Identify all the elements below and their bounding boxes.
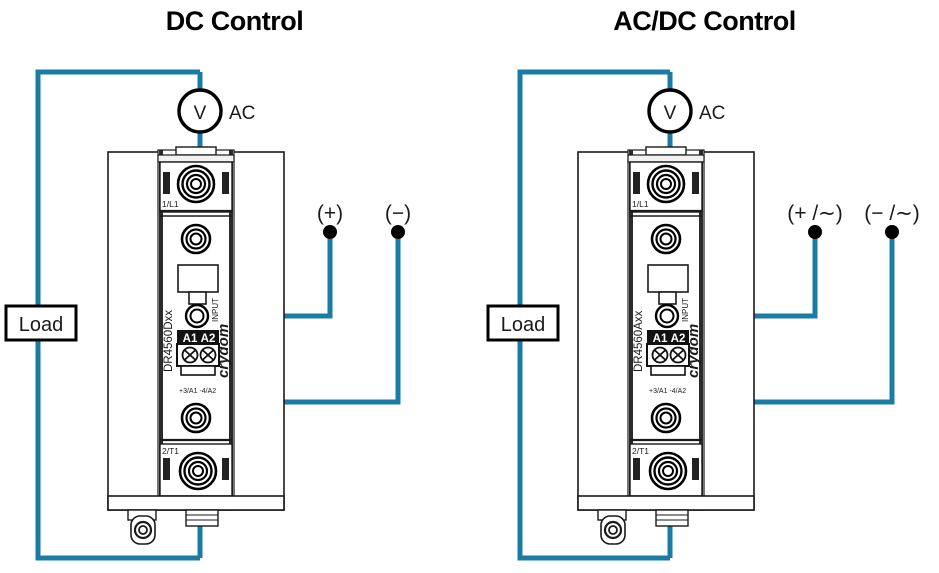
voltmeter-dc: V AC — [177, 88, 255, 134]
voltmeter-type-label: AC — [229, 103, 255, 124]
voltmeter-acdc: V AC — [647, 88, 725, 134]
supply-label-negative-ac: (− /∼) — [864, 202, 920, 225]
status-led — [654, 303, 680, 329]
input-label: INPUT — [681, 298, 690, 322]
panel-title-dc: DC Control — [165, 6, 304, 36]
terminal-label-t1: 2/T1 — [162, 446, 179, 456]
terminal-label-l1: 1/L1 — [632, 199, 649, 209]
mounting-hole-upper — [180, 223, 212, 255]
din-rail-clip — [130, 515, 156, 545]
terminal-label-a2: A2 — [201, 333, 216, 345]
diagram-dc: Load V AC — [4, 69, 411, 561]
supply-label-negative: (−) — [385, 202, 411, 225]
panel-title-acdc: AC/DC Control — [613, 6, 796, 36]
supply-label-positive: (+) — [317, 202, 343, 225]
terminal-label-a1: A1 — [653, 333, 668, 345]
voltmeter-symbol: V — [664, 103, 677, 124]
terminal-label-l1: 1/L1 — [162, 199, 179, 209]
terminal-screw-l1 — [646, 164, 686, 204]
supply-dot-positive-ac — [808, 225, 822, 239]
panel-ac-dc-control: AC/DC Control Load V AC — [470, 0, 939, 573]
supply-dot-negative — [391, 225, 405, 239]
mounting-hole-lower — [650, 402, 682, 434]
voltmeter-symbol: V — [194, 103, 207, 124]
control-terminal-block: A1 A2 — [176, 330, 220, 376]
terminal-label-a2: A2 — [671, 333, 686, 345]
terminal-screw-l1 — [176, 164, 216, 204]
terminal-screw-t1 — [648, 451, 688, 491]
input-label: INPUT — [211, 298, 220, 322]
mounting-hole-lower — [180, 402, 212, 434]
relay-model-number: DR4560Dxx — [163, 310, 175, 372]
control-terminal-footnote: +3/A1 -4/A2 — [649, 388, 686, 395]
solid-state-relay-acdc: 1/L1 INPUT DR4560Axx crydom — [577, 146, 755, 545]
panel-dc-control: DC Control Load — [0, 0, 469, 573]
mounting-hole-upper — [650, 223, 682, 255]
supply-dot-positive — [323, 225, 337, 239]
supply-terminals-dc: (+) (−) — [317, 202, 411, 239]
load-block-acdc: Load — [486, 304, 560, 342]
terminal-screw-t1 — [178, 451, 218, 491]
voltmeter-type-label: AC — [699, 103, 725, 124]
diagram-acdc: Load V AC — [486, 69, 920, 561]
supply-terminals-acdc: (+ /∼) (− /∼) — [787, 202, 920, 239]
control-terminal-block: A1 A2 — [646, 330, 690, 376]
load-block-dc: Load — [4, 304, 78, 342]
solid-state-relay-dc: 1/L1 INPUT — [107, 146, 285, 545]
relay-model-number: DR4560Axx — [633, 310, 645, 372]
load-label: Load — [19, 314, 64, 336]
terminal-label-t1: 2/T1 — [632, 446, 649, 456]
terminal-label-a1: A1 — [183, 333, 198, 345]
supply-dot-negative-ac — [885, 225, 899, 239]
load-label: Load — [501, 314, 546, 336]
status-led — [184, 303, 210, 329]
din-rail-clip — [600, 515, 626, 545]
control-terminal-footnote: +3/A1 -4/A2 — [179, 388, 216, 395]
supply-label-positive-ac: (+ /∼) — [787, 202, 843, 225]
